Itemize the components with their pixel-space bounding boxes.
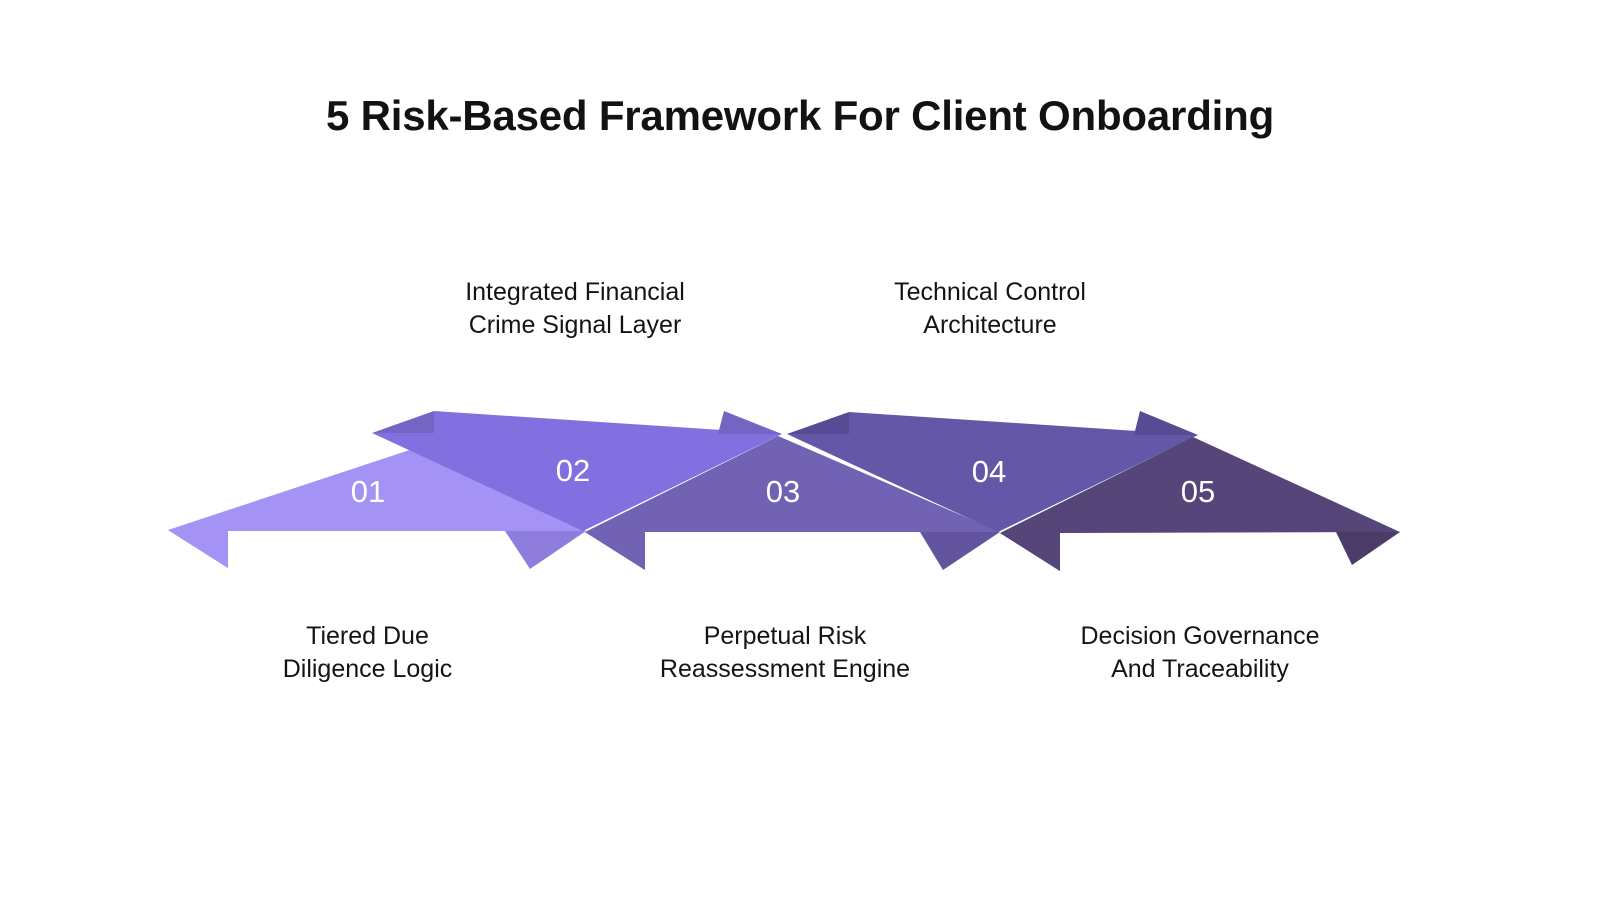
arrow-step-03[interactable]: 03 bbox=[585, 436, 1000, 570]
arrow-05-body bbox=[1000, 437, 1400, 571]
arrow-step-02[interactable]: 02 bbox=[372, 411, 782, 531]
arrow-step-04[interactable]: 04 bbox=[787, 411, 1198, 532]
caption-step-04: Technical Control Architecture bbox=[894, 278, 1086, 339]
arrow-05-number: 05 bbox=[1181, 474, 1215, 509]
page-title: 5 Risk-Based Framework For Client Onboar… bbox=[325, 92, 1275, 139]
arrow-03-body bbox=[585, 436, 1000, 570]
arrow-02-tail-fold bbox=[372, 411, 434, 433]
caption-step-05: Decision Governance And Traceability bbox=[1080, 622, 1320, 683]
arrow-step-05[interactable]: 05 bbox=[1000, 437, 1400, 571]
arrow-01-number: 01 bbox=[351, 474, 385, 509]
arrow-04-head-fold bbox=[1134, 411, 1198, 435]
arrow-02-head-fold bbox=[718, 411, 782, 434]
arrow-04-body bbox=[787, 412, 1198, 532]
arrow-02-body bbox=[372, 411, 782, 531]
caption-step-02: Integrated Financial Crime Signal Layer bbox=[465, 278, 685, 339]
arrow-04-number: 04 bbox=[972, 454, 1006, 489]
arrow-04-tail-fold bbox=[787, 412, 849, 434]
arrow-01-head-fold bbox=[505, 531, 586, 569]
caption-step-01: Tiered Due Diligence Logic bbox=[282, 622, 453, 683]
caption-step-03: Perpetual Risk Reassessment Engine bbox=[659, 622, 911, 683]
arrow-02-number: 02 bbox=[556, 453, 590, 488]
arrow-03-number: 03 bbox=[766, 474, 800, 509]
arrow-05-head-fold bbox=[1336, 532, 1400, 565]
arrow-03-head-fold bbox=[920, 532, 1000, 570]
